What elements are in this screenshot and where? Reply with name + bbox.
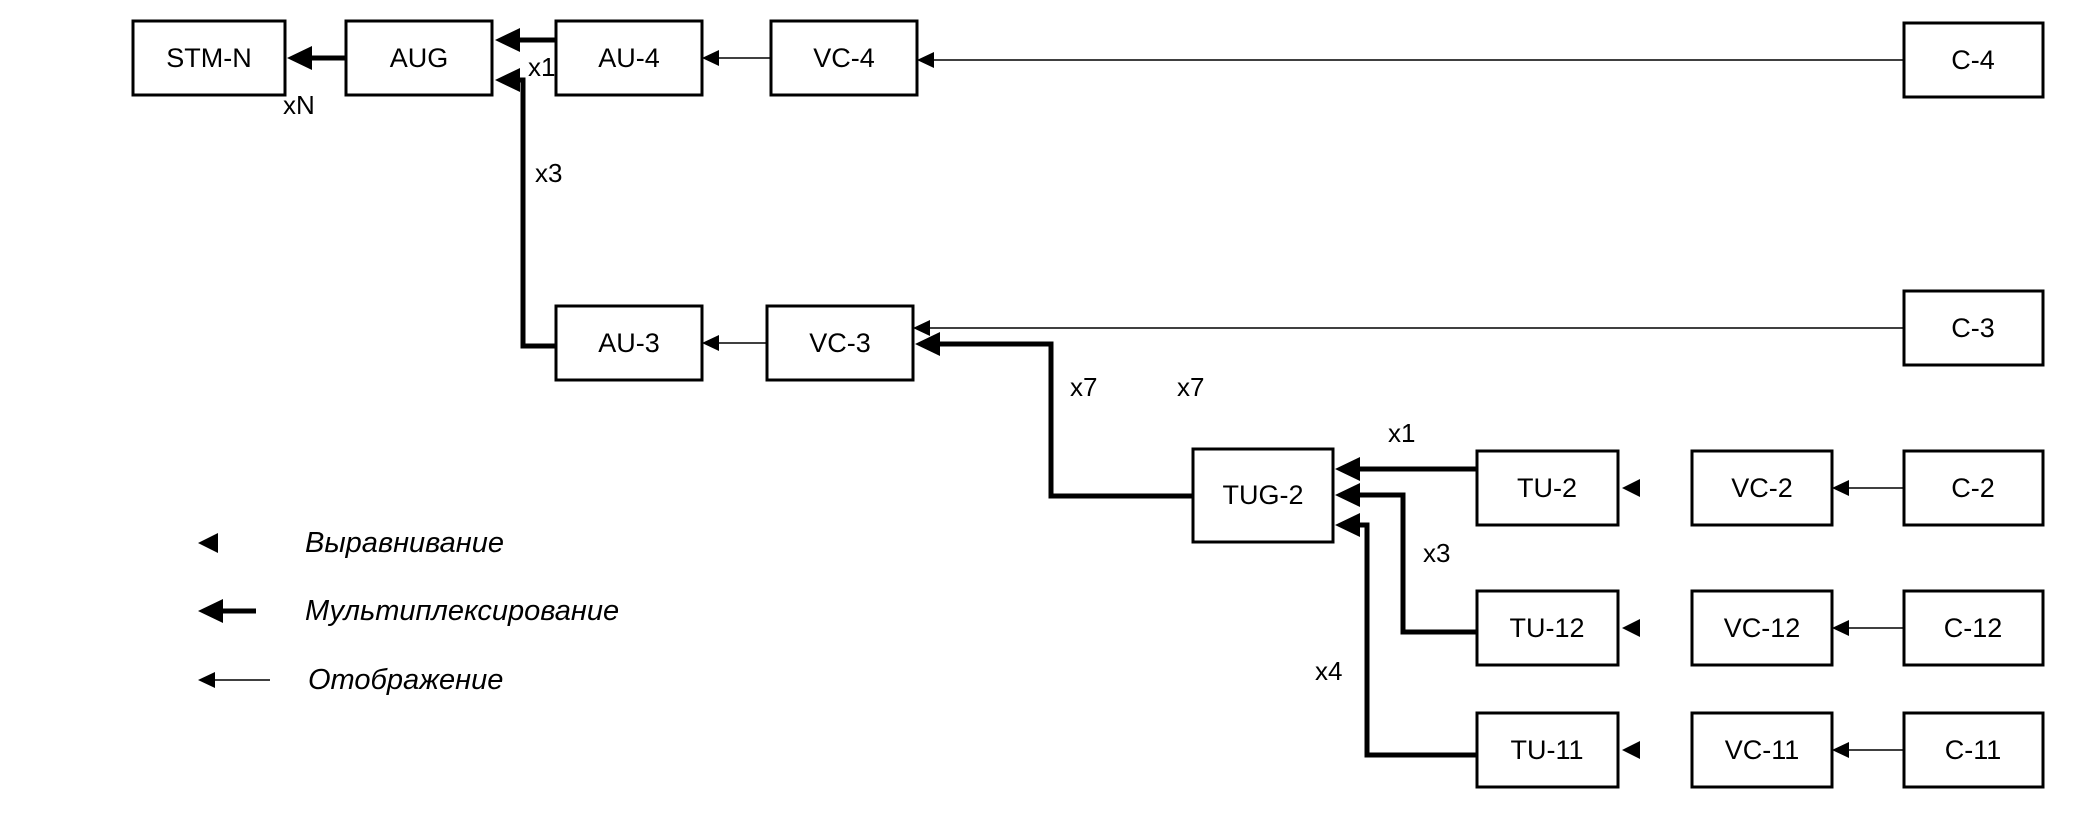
box-vc-2: VC-2	[1690, 449, 1834, 527]
box-tu-2: TU-2	[1475, 449, 1620, 527]
mapping-vc4-au4	[702, 50, 771, 66]
label-xN: xN	[283, 90, 315, 120]
box-stm-n: STM-N	[131, 19, 287, 97]
svg-text:TU-11: TU-11	[1510, 735, 1583, 765]
box-aug: AUG	[344, 19, 494, 97]
label-x3-au3: x3	[535, 158, 562, 188]
box-vc-11: VC-11	[1690, 711, 1834, 789]
mapping-c4-vc4	[917, 52, 1904, 68]
label-x4-tu11: x4	[1315, 656, 1342, 686]
legend-multiplexing-symbol	[198, 599, 223, 623]
svg-text:C-3: C-3	[1951, 313, 1995, 343]
svg-text:TU-12: TU-12	[1509, 613, 1584, 643]
alignment-vc2-tu2	[1622, 479, 1640, 497]
box-c-4: C-4	[1902, 21, 2045, 99]
label-x7-left: x7	[1070, 372, 1097, 402]
svg-text:C-2: C-2	[1951, 473, 1995, 503]
legend-item-multiplexing: Мультиплексирование	[198, 595, 619, 627]
legend: Выравнивание Мультиплексирование Отображ…	[198, 527, 619, 696]
legend-item-alignment: Выравнивание	[198, 527, 504, 559]
label-x1-tu2: x1	[1388, 418, 1415, 448]
box-vc-3: VC-3	[765, 304, 915, 382]
box-c-11: C-11	[1902, 711, 2045, 789]
svg-text:AUG: AUG	[390, 43, 449, 73]
box-c-12: C-12	[1902, 589, 2045, 667]
legend-alignment-label: Выравнивание	[305, 527, 504, 559]
mapping-c12-vc12	[1832, 620, 1904, 636]
legend-alignment-symbol	[198, 533, 218, 553]
svg-text:STM-N: STM-N	[166, 43, 251, 73]
mapping-c3-vc3	[913, 320, 1904, 336]
box-c-2: C-2	[1902, 449, 2045, 527]
mapping-vc3-au3	[702, 335, 767, 351]
svg-text:VC-12: VC-12	[1724, 613, 1801, 643]
multiplex-tu11-tug2	[1335, 513, 1477, 758]
box-vc-4: VC-4	[769, 19, 919, 97]
multiplex-tu12-tug2	[1335, 483, 1477, 635]
box-tu-12: TU-12	[1475, 589, 1620, 667]
alignment-vc12-tu12	[1622, 619, 1640, 637]
legend-mapping-label: Отображение	[308, 664, 503, 696]
box-au-3: AU-3	[554, 304, 704, 382]
alignment-vc11-tu11	[1622, 741, 1640, 759]
svg-text:C-12: C-12	[1944, 613, 2003, 643]
svg-text:VC-4: VC-4	[813, 43, 875, 73]
label-x7-right: x7	[1177, 372, 1204, 402]
mapping-c2-vc2	[1832, 480, 1904, 496]
box-tug-2: TUG-2	[1191, 447, 1335, 544]
box-tu-11: TU-11	[1475, 711, 1620, 789]
box-vc-12: VC-12	[1690, 589, 1834, 667]
label-x1-au4: x1	[528, 52, 555, 82]
svg-text:AU-3: AU-3	[598, 328, 660, 358]
multiplex-tug2-vc3	[915, 332, 1193, 499]
svg-text:VC-2: VC-2	[1731, 473, 1793, 503]
svg-text:C-4: C-4	[1951, 45, 1995, 75]
legend-multiplexing-label: Мультиплексирование	[305, 595, 619, 627]
legend-item-mapping: Отображение	[198, 664, 503, 696]
svg-text:C-11: C-11	[1945, 735, 2002, 765]
box-au-4: AU-4	[554, 19, 704, 97]
multiplex-tu2-tug2	[1335, 457, 1477, 481]
svg-text:TUG-2: TUG-2	[1223, 480, 1304, 510]
mapping-c11-vc11	[1832, 742, 1904, 758]
multiplex-aug-stm-n	[287, 46, 346, 70]
multiplex-au4-aug	[495, 28, 556, 52]
label-x3-tu12: x3	[1423, 538, 1450, 568]
svg-text:AU-4: AU-4	[598, 43, 660, 73]
box-c-3: C-3	[1902, 289, 2045, 367]
svg-text:VC-11: VC-11	[1725, 735, 1800, 765]
multiplex-au3-aug	[495, 68, 556, 349]
svg-text:VC-3: VC-3	[809, 328, 871, 358]
svg-text:TU-2: TU-2	[1517, 473, 1577, 503]
legend-mapping-symbol	[198, 672, 215, 688]
